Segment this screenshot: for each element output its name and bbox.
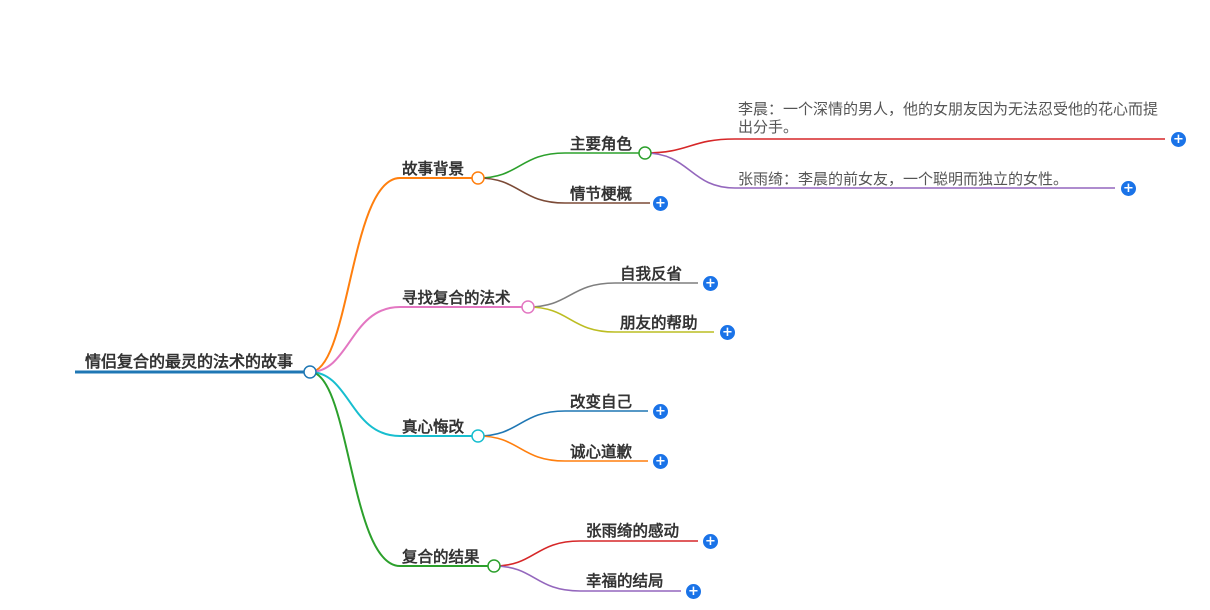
plus-circle-icon[interactable]: + [703, 276, 718, 291]
node-happy-ending[interactable]: 幸福的结局 [586, 572, 664, 590]
edge-search-friend [527, 306, 714, 333]
plus-circle-icon[interactable]: + [653, 454, 668, 469]
node-li-chen[interactable]: 李晨：一个深情的男人，他的女朋友因为无法忍受他的花心而提出分手。 [738, 100, 1159, 136]
node-result[interactable]: 复合的结果 [402, 548, 480, 566]
background-collapse-toggle[interactable] [471, 171, 485, 185]
search-collapse-toggle[interactable] [521, 300, 535, 314]
node-apology[interactable]: 诚心道歉 [570, 443, 633, 461]
edge-characters-zhang [644, 152, 1115, 189]
edge-repent-apology [477, 435, 648, 462]
edge-background-plot [477, 177, 650, 204]
edge-characters-li [644, 138, 1165, 154]
plus-circle-icon[interactable]: + [653, 404, 668, 419]
node-background[interactable]: 故事背景 [402, 160, 465, 178]
root-collapse-toggle[interactable] [303, 365, 317, 379]
plus-circle-icon[interactable]: + [653, 196, 668, 211]
characters-collapse-toggle[interactable] [638, 146, 652, 160]
plus-circle-icon[interactable]: + [720, 325, 735, 340]
node-repent[interactable]: 真心悔改 [402, 418, 465, 436]
node-zhang-yuqi[interactable]: 张雨绮：李晨的前女友，一个聪明而独立的女性。 [738, 170, 1069, 188]
plus-circle-icon[interactable]: + [686, 584, 701, 599]
node-moved[interactable]: 张雨绮的感动 [586, 522, 680, 540]
edge-result-moved [493, 540, 698, 567]
edge-root-search [309, 306, 528, 373]
plus-circle-icon[interactable]: + [703, 534, 718, 549]
edge-root-background [309, 177, 478, 373]
edge-repent-change [477, 410, 648, 437]
plus-circle-icon[interactable]: + [1171, 132, 1186, 147]
plus-circle-icon[interactable]: + [1121, 181, 1136, 196]
edge-search-reflect [527, 282, 698, 308]
node-reflect[interactable]: 自我反省 [620, 265, 683, 283]
edge-result-ending [493, 565, 681, 592]
node-characters[interactable]: 主要角色 [570, 135, 633, 153]
edge-root-repent [309, 371, 478, 437]
repent-collapse-toggle[interactable] [471, 429, 485, 443]
node-plot[interactable]: 情节梗概 [570, 185, 633, 203]
edge-root-result [309, 371, 494, 567]
node-friend-help[interactable]: 朋友的帮助 [620, 314, 698, 332]
node-search[interactable]: 寻找复合的法术 [402, 289, 511, 307]
edge-background-characters [477, 152, 645, 179]
root-node[interactable]: 情侣复合的最灵的法术的故事 [85, 352, 294, 371]
result-collapse-toggle[interactable] [487, 559, 501, 573]
node-change-self[interactable]: 改变自己 [570, 393, 633, 411]
